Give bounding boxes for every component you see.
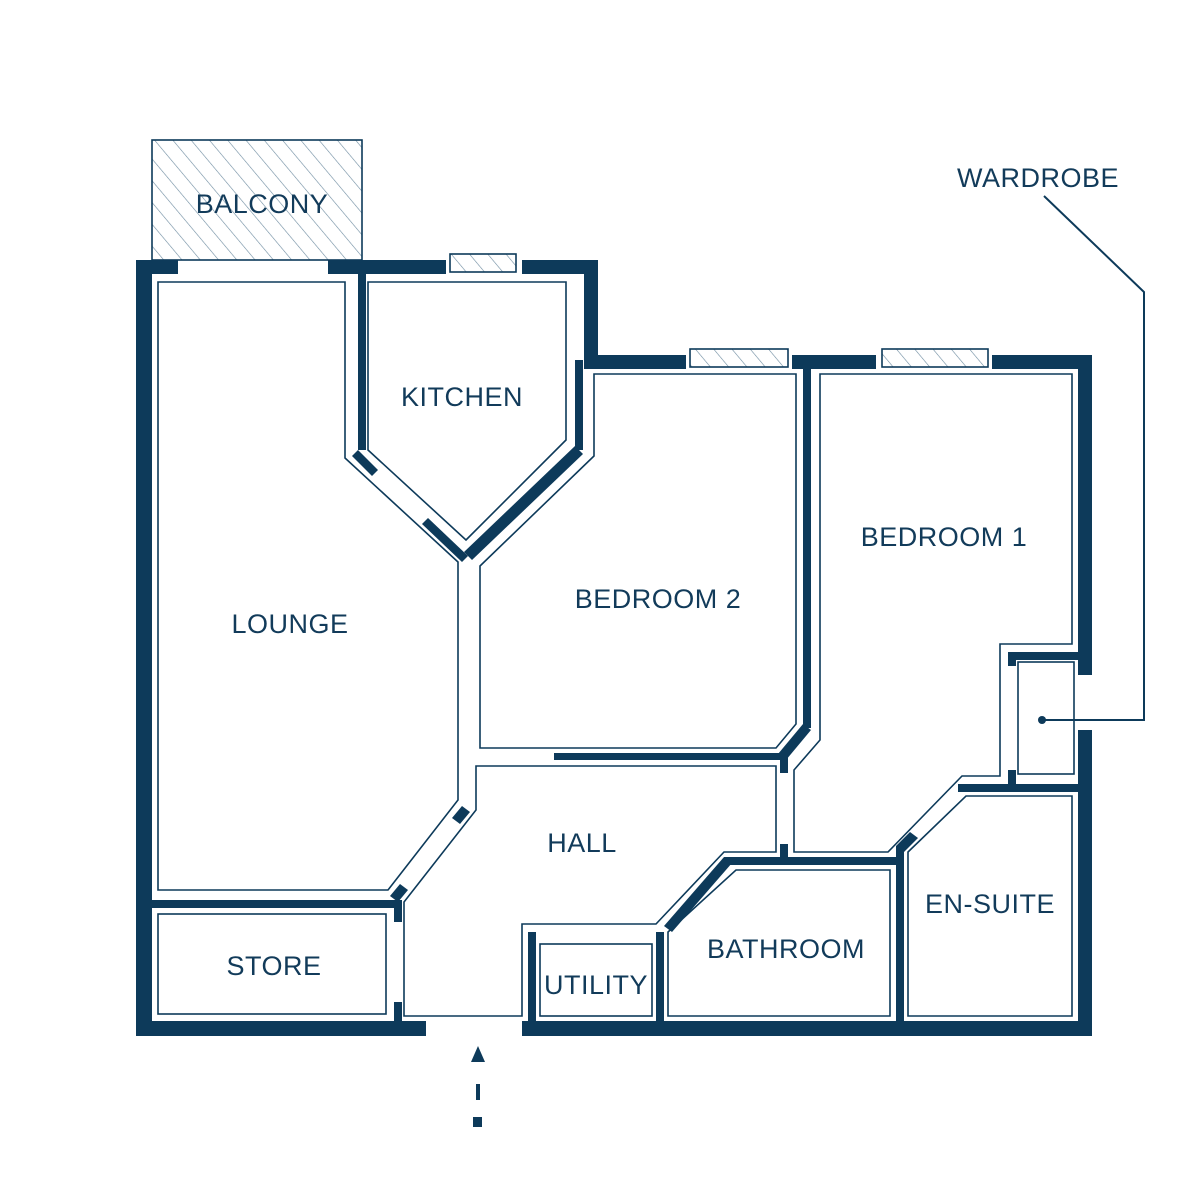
entrance-arrow-icon <box>471 1046 485 1127</box>
interior-walls <box>152 274 1084 1026</box>
lounge-label: LOUNGE <box>231 609 348 639</box>
ensuite-label: EN-SUITE <box>925 889 1055 919</box>
wardrobe-callout <box>1038 195 1145 724</box>
utility-label: UTILITY <box>544 970 648 1000</box>
kitchen-window <box>449 253 517 273</box>
room-outlines <box>157 281 1075 1017</box>
balcony-label: BALCONY <box>196 189 329 219</box>
bathroom-label: BATHROOM <box>707 934 865 964</box>
kitchen-label: KITCHEN <box>401 382 523 412</box>
wardrobe-label: WARDROBE <box>957 163 1119 193</box>
bedroom1-label: BEDROOM 1 <box>861 522 1028 552</box>
balcony <box>151 139 363 261</box>
bedroom1-window <box>881 348 989 368</box>
outer-walls <box>136 260 1092 1036</box>
store-label: STORE <box>226 951 321 981</box>
bedroom2-window <box>689 348 789 368</box>
bedroom2-label: BEDROOM 2 <box>575 584 742 614</box>
hall-label: HALL <box>547 828 617 858</box>
